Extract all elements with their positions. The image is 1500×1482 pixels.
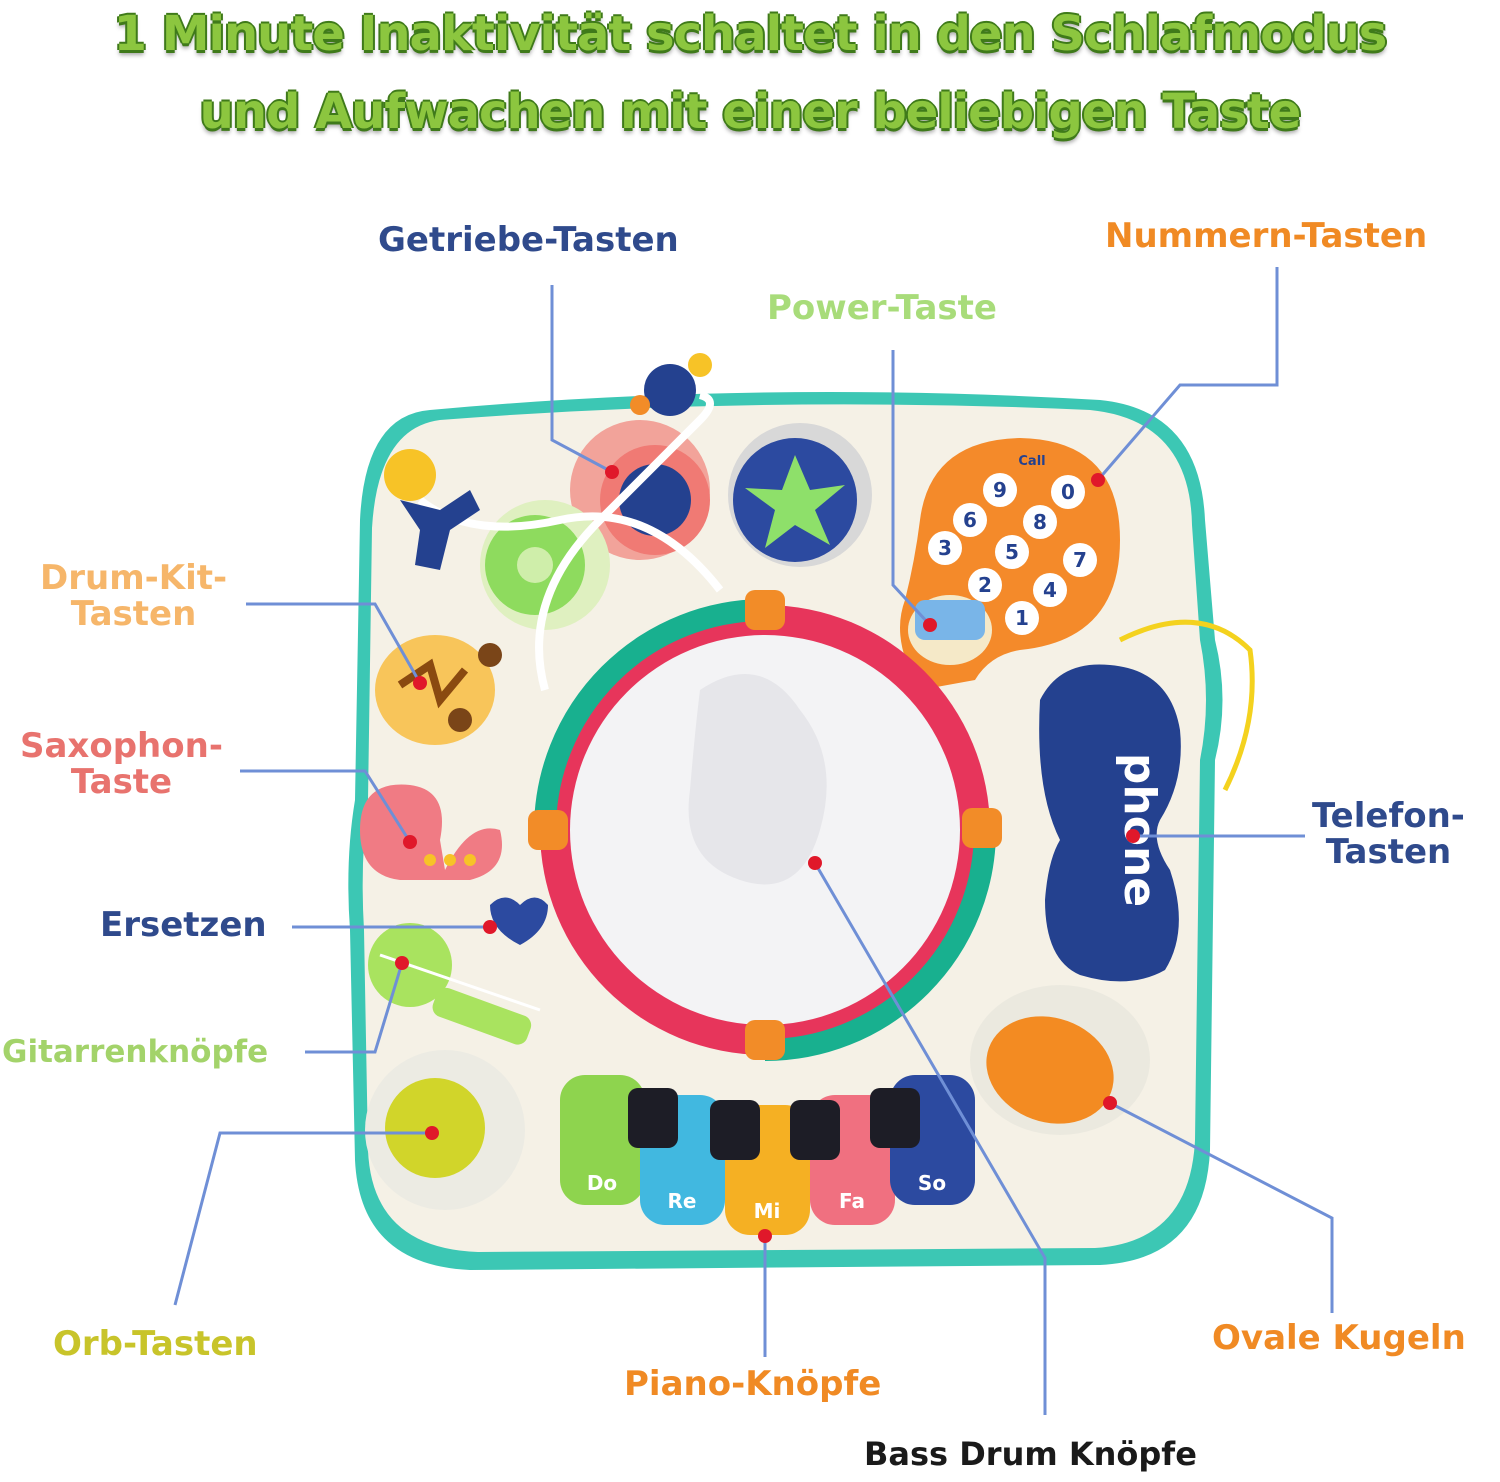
- marker-orb: [425, 1126, 439, 1140]
- keypad-key: [1051, 475, 1085, 509]
- label-drum-kit-line-2: Tasten: [70, 594, 197, 634]
- gear-green: [485, 515, 585, 615]
- piano-key-mi: Mi: [754, 1199, 781, 1223]
- label-saxophon-taste: Saxophon- Taste: [20, 728, 223, 800]
- drum-clips: [528, 590, 1002, 1060]
- keypad-key: [1033, 573, 1067, 607]
- piano-key-fa: Fa: [839, 1189, 865, 1213]
- marker-telefon: [1126, 829, 1140, 843]
- oval-ball-button: [970, 985, 1150, 1135]
- bead-yellow: [384, 449, 436, 501]
- marker-power: [923, 618, 937, 632]
- keypad-digit: 8: [1033, 510, 1047, 534]
- label-saxophon-line-1: Saxophon-: [20, 726, 223, 766]
- marker-piano: [758, 1229, 772, 1243]
- label-nummern-tasten: Nummern-Tasten: [1105, 216, 1428, 256]
- label-telefon-line-2: Tasten: [1325, 832, 1452, 872]
- leader-bass: [813, 862, 1047, 1415]
- keypad-digit: 3: [938, 536, 952, 560]
- marker-nummern: [1091, 473, 1105, 487]
- keypad-digit: 9: [993, 478, 1007, 502]
- keypad-digit: 7: [1073, 548, 1087, 572]
- bead-blue-top: [644, 364, 696, 416]
- headline-line-1: 1 Minute Inaktivität schaltet in den Sch…: [113, 6, 1388, 62]
- keypad-key: [1063, 543, 1097, 577]
- keypad-key: [983, 473, 1017, 507]
- headline-line-2: und Aufwachen mit einer beliebigen Taste: [199, 84, 1302, 140]
- replace-heart-button: [490, 897, 548, 945]
- label-telefon-line-1: Telefon-: [1312, 796, 1465, 836]
- saxophone-button: [360, 784, 502, 880]
- marker-bass: [808, 856, 822, 870]
- label-ovale-kugeln: Ovale Kugeln: [1212, 1318, 1466, 1358]
- leader-oval: [1109, 1101, 1334, 1313]
- marker-saxophon: [403, 835, 417, 849]
- marker-oval: [1103, 1096, 1117, 1110]
- markers: [395, 465, 1140, 1243]
- gear-blue: [733, 438, 857, 562]
- label-orb-tasten: Orb-Tasten: [53, 1324, 258, 1364]
- piano-key-re: Re: [668, 1189, 697, 1213]
- keypad-key: [928, 531, 962, 565]
- keypad-digit: 1: [1015, 606, 1029, 630]
- marker-gitarre: [395, 956, 409, 970]
- bead-blue-cross: [400, 490, 480, 570]
- phone-text: phone: [1114, 753, 1165, 907]
- marker-drumkit: [413, 676, 427, 690]
- bead-maze-wire: [535, 391, 714, 692]
- piano-key-do: Do: [587, 1171, 617, 1195]
- leader-orb: [173, 1131, 432, 1306]
- label-bass-drum-knoepfe: Bass Drum Knöpfe: [864, 1435, 1197, 1473]
- label-telefon-tasten: Telefon- Tasten: [1312, 798, 1465, 870]
- leader-drumkit: [246, 602, 422, 684]
- leader-gitarre: [305, 962, 404, 1054]
- leader-getriebe: [550, 285, 613, 474]
- bead-yellow-top: [688, 353, 712, 377]
- label-power-taste: Power-Taste: [767, 288, 997, 328]
- label-piano-knoepfe: Piano-Knöpfe: [624, 1364, 882, 1404]
- label-ersetzen: Ersetzen: [100, 905, 267, 945]
- leader-nummern: [1096, 267, 1279, 481]
- keypad-key: [1005, 601, 1039, 635]
- keypad-digit: 0: [1061, 480, 1075, 504]
- label-drum-kit-tasten: Drum-Kit- Tasten: [40, 560, 227, 632]
- drum-hand-print: [688, 674, 827, 885]
- piano-key-so: So: [918, 1171, 946, 1195]
- keypad-digit: 2: [978, 573, 992, 597]
- label-gitarrenknoepfe: Gitarrenknöpfe: [2, 1034, 269, 1070]
- leader-saxophon: [240, 769, 412, 843]
- marker-ersetzen: [483, 920, 497, 934]
- drum-ring-teal-arc: [534, 599, 766, 831]
- label-drum-kit-line-1: Drum-Kit-: [40, 558, 228, 598]
- marker-getriebe: [605, 465, 619, 479]
- keypad-call-label: Call: [1018, 454, 1045, 469]
- keypad-buttons: 0 9 8 7 6 54 3 21 Call: [928, 454, 1097, 635]
- label-getriebe-tasten: Getriebe-Tasten: [378, 220, 679, 260]
- label-saxophon-line-2: Taste: [70, 762, 173, 802]
- keypad-digit: 5: [1005, 540, 1019, 564]
- drum-ring-teal-arc-2: [764, 829, 996, 1061]
- keypad-digit: 6: [963, 508, 977, 532]
- leader-lines: [173, 267, 1334, 1415]
- keypad-key: [968, 568, 1002, 602]
- keypad-key: [995, 535, 1029, 569]
- keypad-digit: 4: [1043, 578, 1057, 602]
- telephone-handset: [1039, 619, 1255, 982]
- leader-power: [891, 350, 932, 627]
- piano: [560, 1075, 975, 1235]
- keypad-key: [1023, 505, 1057, 539]
- keypad-key: [953, 503, 987, 537]
- bead-orange-top: [630, 395, 650, 415]
